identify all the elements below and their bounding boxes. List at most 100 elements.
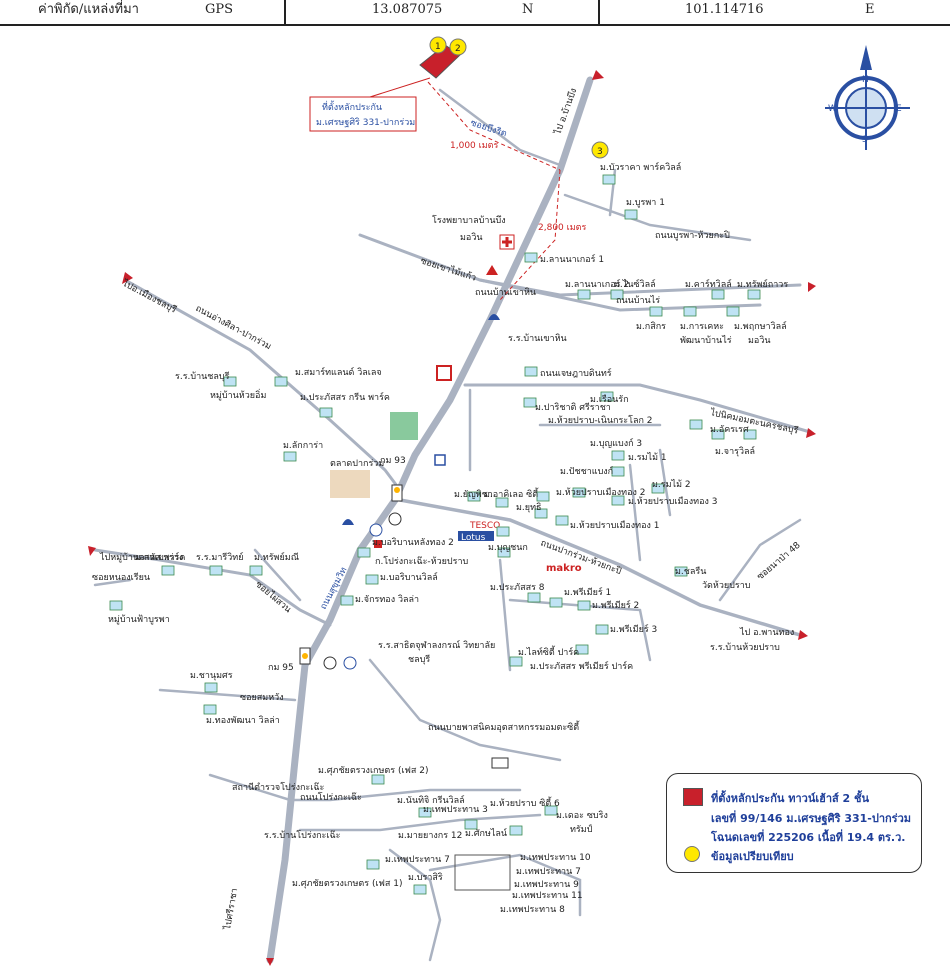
shell-logo-icon [388, 512, 402, 526]
village-icon [555, 515, 569, 526]
place-label: ร.ร.บ้านเขาหิน [508, 333, 567, 344]
village-icon [413, 884, 427, 895]
distance-2: 2,800 เมตร [538, 223, 586, 233]
longitude-value: 101.114716 [685, 2, 764, 17]
village-icon [577, 600, 591, 611]
village-icon [340, 595, 354, 606]
place-label: ม.กสิกร [636, 321, 666, 332]
distance-path-2 [499, 169, 561, 301]
place-label: ม.ปาริชาติ ศรีราชา [535, 402, 611, 413]
village-icon [743, 429, 757, 440]
road-label: ถนนบ้านเขาหิน [475, 287, 536, 298]
village-icon [600, 391, 614, 402]
village-icon [496, 526, 510, 537]
road-soi-phai [428, 853, 582, 917]
place-label: ม.ชลรืน [675, 566, 706, 577]
callout-line1: ที่ตั้งหลักประกัน [322, 100, 382, 113]
village-icon [577, 289, 591, 300]
marker-3-label: 3 [597, 147, 603, 157]
village-icon [534, 508, 548, 519]
place-label: ม.สหัส พาร์ค [135, 551, 185, 563]
village-icon [711, 289, 725, 300]
place-label: ม.ห้วยปราบ-เนินกระโลก 2 [548, 415, 653, 426]
place-label: สถานีตำรวจโปร่งกะเฉ๊ะ [232, 782, 324, 793]
legend-line-4: ข้อมูลเปรียบเทียบ [711, 850, 794, 863]
road-pak-ruam [398, 498, 802, 637]
place-label: ม.เรือนรัก [590, 394, 629, 405]
place-label: ม.ศักษไลน์ [465, 827, 507, 839]
road-fai-suan [93, 578, 132, 587]
place-label: ม.บอริบานวิลล์ [380, 571, 438, 583]
arrow-icon [806, 428, 816, 438]
road-label: ซอยสมหวัง [240, 693, 284, 703]
place-label: ถนนโปร่งกะเฉ๊ะ [300, 792, 362, 803]
village-icon [651, 483, 665, 494]
place-label: ม.ลักการ่า [283, 441, 323, 451]
village-icon [283, 451, 297, 462]
road-label: ซอยเขาไม้แก้ว [419, 255, 477, 283]
legend-line-1: ที่ตั้งหลักประกัน ทาวน์เฮ้าส์ 2 ชั้น [711, 792, 870, 805]
road-thepprathan [298, 813, 542, 832]
village-icon [689, 419, 703, 430]
place-label: ม.บูรพา 1 [626, 198, 665, 208]
place-label: ม.ศุภชัยตรวงเกษตร (เฟส 2) [318, 766, 429, 776]
road-label: กม 93 [380, 456, 406, 466]
longitude-direction: E [865, 2, 875, 17]
distance-1: 1,000 เมตร [450, 141, 498, 151]
village-icon [319, 407, 333, 418]
road-label: ซอยหนองเรียน [92, 572, 150, 583]
place-label: ม.ทรัพย์ถาวร [737, 278, 788, 290]
village-icon [274, 376, 288, 387]
place-label: ม.เทพประทาน 7 [385, 855, 450, 865]
coordinate-source: GPS [205, 2, 234, 17]
place-label: ม.พรีเมียร์ 1 [564, 586, 611, 598]
road-lam-in [718, 518, 802, 602]
village-icon [464, 819, 478, 830]
marker-1-label: 1 [435, 42, 441, 52]
village-icon [509, 656, 523, 667]
coordinate-label: ค่าพิกัด/แหล่งที่มา [38, 2, 139, 17]
place-label: ม.มายยางกร 12 [398, 831, 462, 841]
market-icon [330, 470, 370, 498]
place-label: ม.ลานนาเกอร์ 2 [565, 278, 629, 290]
village-icon [161, 565, 175, 576]
village-icon [611, 466, 625, 477]
road-bueng-rit [438, 88, 562, 167]
village-icon [366, 859, 380, 870]
place-label: ม.จักรทอง วิลล่า [355, 594, 419, 605]
main-road-sukhumvit [266, 76, 594, 964]
place-label: ถนนบูรพา-ห้วยกะปิ [655, 230, 730, 241]
road-label: ถนนอ่างศิลา-ปากร่วม [194, 303, 274, 352]
village-icon [524, 252, 538, 263]
village-icon [204, 682, 218, 693]
village-icon [575, 644, 589, 655]
village-icon [467, 491, 481, 502]
road-label: ซอยบึงริต [469, 117, 508, 139]
place-label: ม.ไนซ์วิลล์ [614, 278, 656, 290]
place-label: ร.ร.มารีวิทย์ [196, 551, 243, 563]
village-icon [203, 704, 217, 715]
place-label: ม.บัวราคา พาร์ควิลล์ [600, 161, 681, 173]
village-icon [495, 497, 509, 508]
legend-collateral-swatch [683, 788, 703, 806]
village-icon [595, 624, 609, 635]
road-label: ซอยนาป่า 48 [756, 540, 803, 582]
village-icon [524, 366, 538, 377]
collateral-parcel: 1 2 [419, 36, 467, 79]
traffic-light-amber-icon [394, 487, 400, 493]
legend-line-3: โฉนดเลขที่ 225206 เนื้อที่ 19.4 ตร.ว. [711, 831, 906, 844]
road-chetsada [463, 383, 812, 434]
village-icon [610, 289, 624, 300]
place-label: หมู่บ้านห้วยอิ่ม [210, 388, 266, 401]
direction-arrows [88, 70, 816, 966]
gas-station-icon [488, 314, 500, 320]
police-icon [434, 454, 446, 466]
landmarks [299, 234, 515, 891]
road-ang-sila [123, 278, 402, 492]
lotus-logo-background [458, 531, 494, 541]
place-label: ม.เทพประทาน 7 [516, 867, 581, 877]
place-label: ม.เทพประทาน 10 [520, 853, 591, 863]
mitsubishi-logo-icon [486, 265, 498, 275]
road-label: กม 95 [268, 663, 294, 673]
place-label: วัดห้วยปราบ [702, 580, 751, 591]
